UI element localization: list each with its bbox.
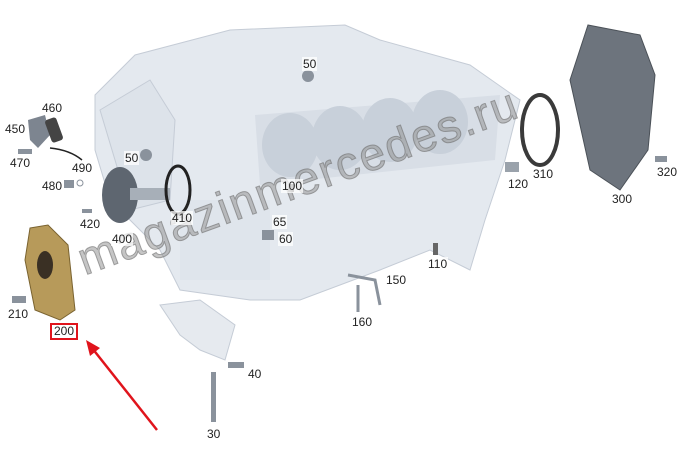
part-label-120[interactable]: 120: [507, 177, 530, 191]
part-label-210[interactable]: 210: [7, 307, 30, 321]
engine-block: [94, 24, 521, 301]
part-label-100[interactable]: 100: [281, 179, 304, 193]
red-pointer-arrow: [86, 340, 158, 431]
bearing-cap: [159, 299, 236, 361]
bolt-420: [82, 209, 92, 213]
part-label-150[interactable]: 150: [385, 273, 408, 287]
part-150-160: [347, 273, 382, 312]
bolt-470: [18, 149, 32, 154]
part-label-450[interactable]: 450: [4, 122, 27, 136]
part-label-40[interactable]: 40: [247, 367, 263, 381]
part-450: [28, 115, 50, 148]
part-label-65[interactable]: 65: [272, 215, 288, 229]
part-120: [505, 162, 519, 172]
part-480: [64, 180, 74, 188]
part-label-400[interactable]: 400: [111, 232, 134, 246]
part-label-480[interactable]: 480: [41, 179, 64, 193]
part-label-460[interactable]: 460: [41, 101, 64, 115]
part-label-320[interactable]: 320: [656, 165, 679, 179]
part-label-490[interactable]: 490: [71, 161, 94, 175]
assembly-arrow: [49, 147, 83, 161]
part-label-410[interactable]: 410: [171, 211, 194, 225]
bolt-30: [211, 372, 216, 422]
bolt-210: [12, 296, 26, 303]
part-label-200-highlighted[interactable]: 200: [50, 323, 79, 340]
part-label-160[interactable]: 160: [351, 315, 374, 329]
part-label-310[interactable]: 310: [532, 167, 555, 181]
part-label-300[interactable]: 300: [611, 192, 634, 206]
seal-310: [520, 93, 560, 167]
plug-50: [302, 70, 314, 82]
part-label-470[interactable]: 470: [9, 156, 32, 170]
part-460: [45, 117, 63, 143]
plug-50b: [140, 149, 152, 161]
part-label-30[interactable]: 30: [206, 427, 222, 441]
part-60: [262, 230, 274, 240]
bolt-40: [228, 362, 244, 368]
part-label-60[interactable]: 60: [278, 232, 294, 246]
oil-pump-400: [102, 167, 138, 223]
ring-490: [76, 179, 84, 187]
part-label-50b[interactable]: 50: [124, 151, 140, 165]
bolt-320: [655, 156, 667, 162]
cover-300: [569, 24, 656, 191]
part-label-110[interactable]: 110: [427, 257, 449, 271]
part-110: [433, 243, 438, 255]
part-label-420[interactable]: 420: [79, 217, 102, 231]
part-label-50[interactable]: 50: [302, 57, 318, 71]
